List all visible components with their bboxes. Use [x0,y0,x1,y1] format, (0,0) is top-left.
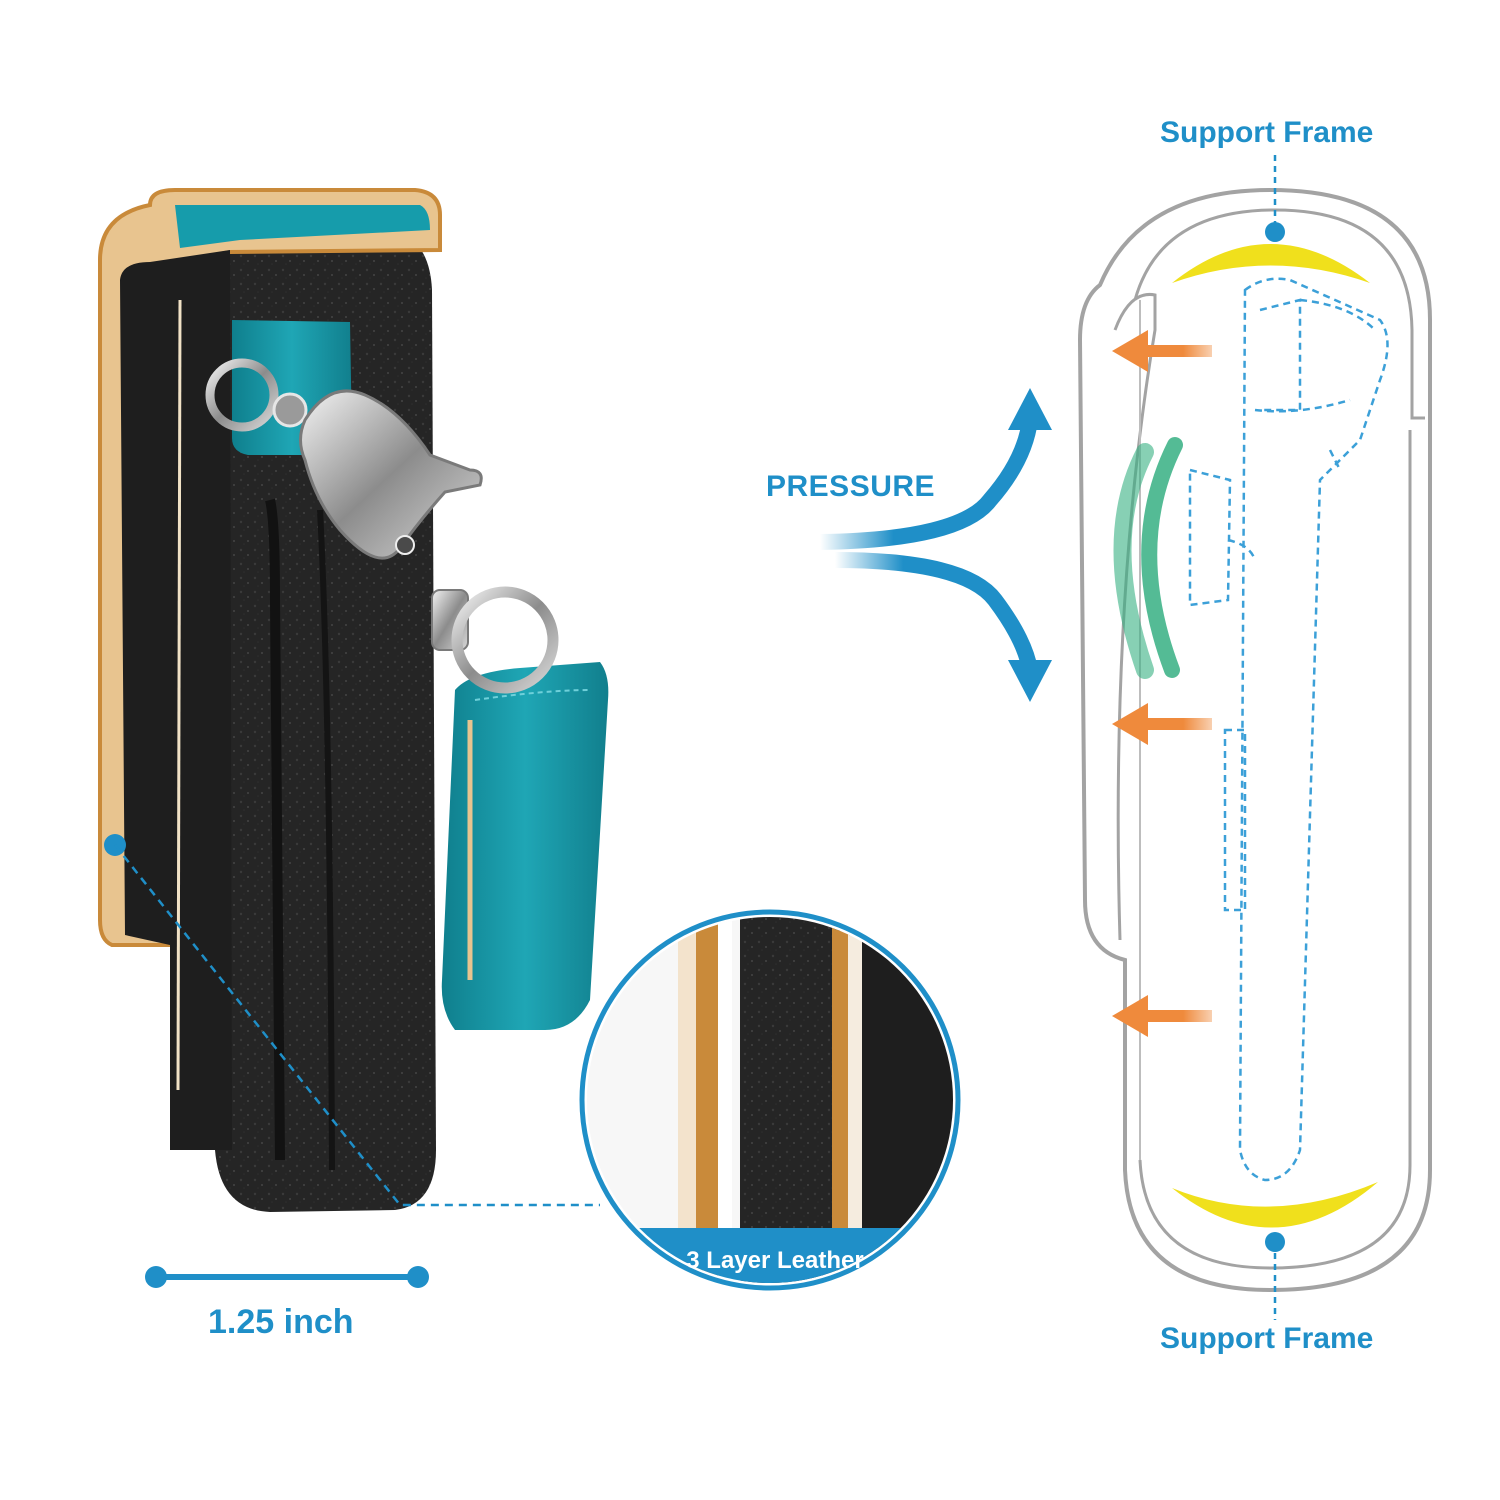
support-dot-top [1265,222,1285,242]
carabiner-clip-icon [272,389,559,694]
split-ring-icon [205,358,279,432]
cushion-waves [1113,437,1183,679]
flap-inner-felt [120,250,232,1150]
support-frame-top-shape [1172,244,1370,283]
support-dot-bottom [1265,1232,1285,1252]
inward-arrow-icon [1112,330,1212,1037]
support-frame-label-top: Support Frame [1160,116,1374,149]
case-shell-outline [1077,187,1432,1293]
pressure-label: PRESSURE [766,470,936,503]
layer-callout-label: 3 Layer Leather [686,1247,864,1274]
width-dimension [145,1266,429,1288]
width-label: 1.25 inch [208,1303,354,1341]
flap-stitch-line [176,299,182,1091]
cross-section-diagram [819,155,1432,1320]
case-side-view [98,188,609,1212]
pressure-arrow-icon [819,388,1052,702]
support-frame-label-bottom: Support Frame [1160,1322,1374,1355]
wrist-strap [441,662,609,1030]
device-sketch [1188,277,1389,1182]
felt-ridge [265,498,285,1161]
flap-teal-edge [175,205,430,248]
callout-guide-line [114,844,600,1207]
support-frame-bottom-shape [1172,1182,1378,1228]
